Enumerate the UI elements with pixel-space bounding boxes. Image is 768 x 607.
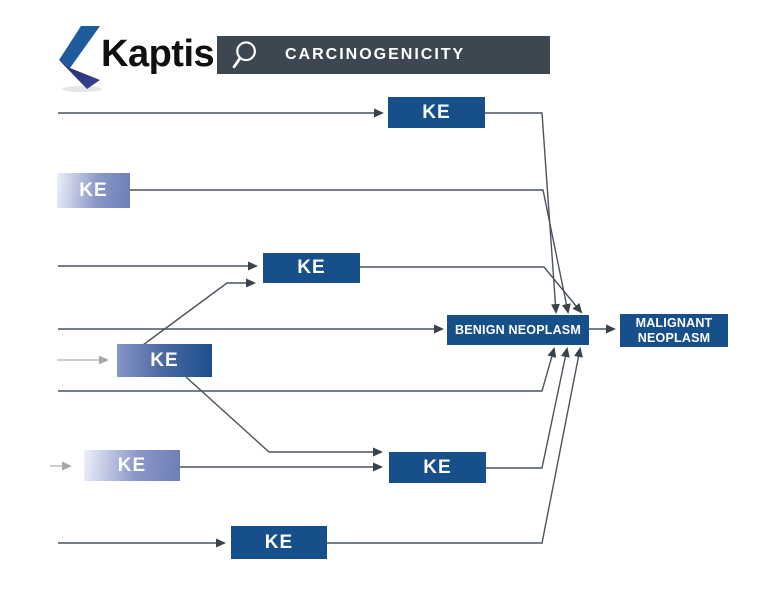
logo-chevron-lower [59, 60, 100, 89]
node-malignant-neoplasm[interactable]: MALIGNANT NEOPLASM [620, 314, 728, 347]
search-query-text: CARCINOGENICITY [285, 46, 466, 63]
node-ke-lower-left[interactable]: KE [84, 450, 180, 481]
logo-chevron-upper [59, 26, 100, 68]
node-label: MALIGNANT NEOPLASM [635, 315, 713, 345]
edge-ke-lower-mid-to-benign[interactable] [486, 347, 570, 469]
search-icon [232, 41, 256, 69]
edge-ke-bottom-to-benign[interactable] [327, 347, 583, 544]
node-ke-lower-mid[interactable]: KE [389, 452, 486, 483]
node-ke-mid[interactable]: KE [263, 253, 360, 283]
edge-left-to-benign-bottom[interactable] [58, 347, 557, 392]
node-label: KE [297, 257, 326, 278]
node-ke-upper-left[interactable]: KE [57, 173, 130, 208]
node-label: KE [422, 101, 451, 123]
edge-ke-upper-left-to-benign[interactable] [129, 189, 571, 314]
node-label: KE [117, 454, 147, 476]
brand-wordmark: Kaptis [101, 33, 215, 75]
node-label: KE [264, 531, 294, 553]
node-ke-top[interactable]: KE [388, 97, 485, 128]
node-label: KE [150, 349, 179, 371]
node-ke-bottom[interactable]: KE [231, 526, 327, 559]
node-ke-center[interactable]: KE [117, 344, 212, 377]
edge-ke-center-to-ke-mid[interactable] [142, 278, 256, 346]
node-label: KE [79, 179, 108, 201]
search-bar[interactable]: CARCINOGENICITY [217, 36, 550, 74]
edge-ke-top-to-benign[interactable] [485, 112, 560, 314]
node-label: KE [423, 456, 452, 478]
logo-shadow [62, 86, 102, 92]
edge-ke-center-to-ke-lower-mid[interactable] [185, 376, 383, 457]
kaptis-logo-icon [59, 26, 102, 92]
node-benign-neoplasm[interactable]: BENIGN NEOPLASM [447, 315, 589, 345]
edge-ke-mid-to-benign[interactable] [360, 266, 583, 314]
node-label: BENIGN NEOPLASM [455, 322, 581, 337]
